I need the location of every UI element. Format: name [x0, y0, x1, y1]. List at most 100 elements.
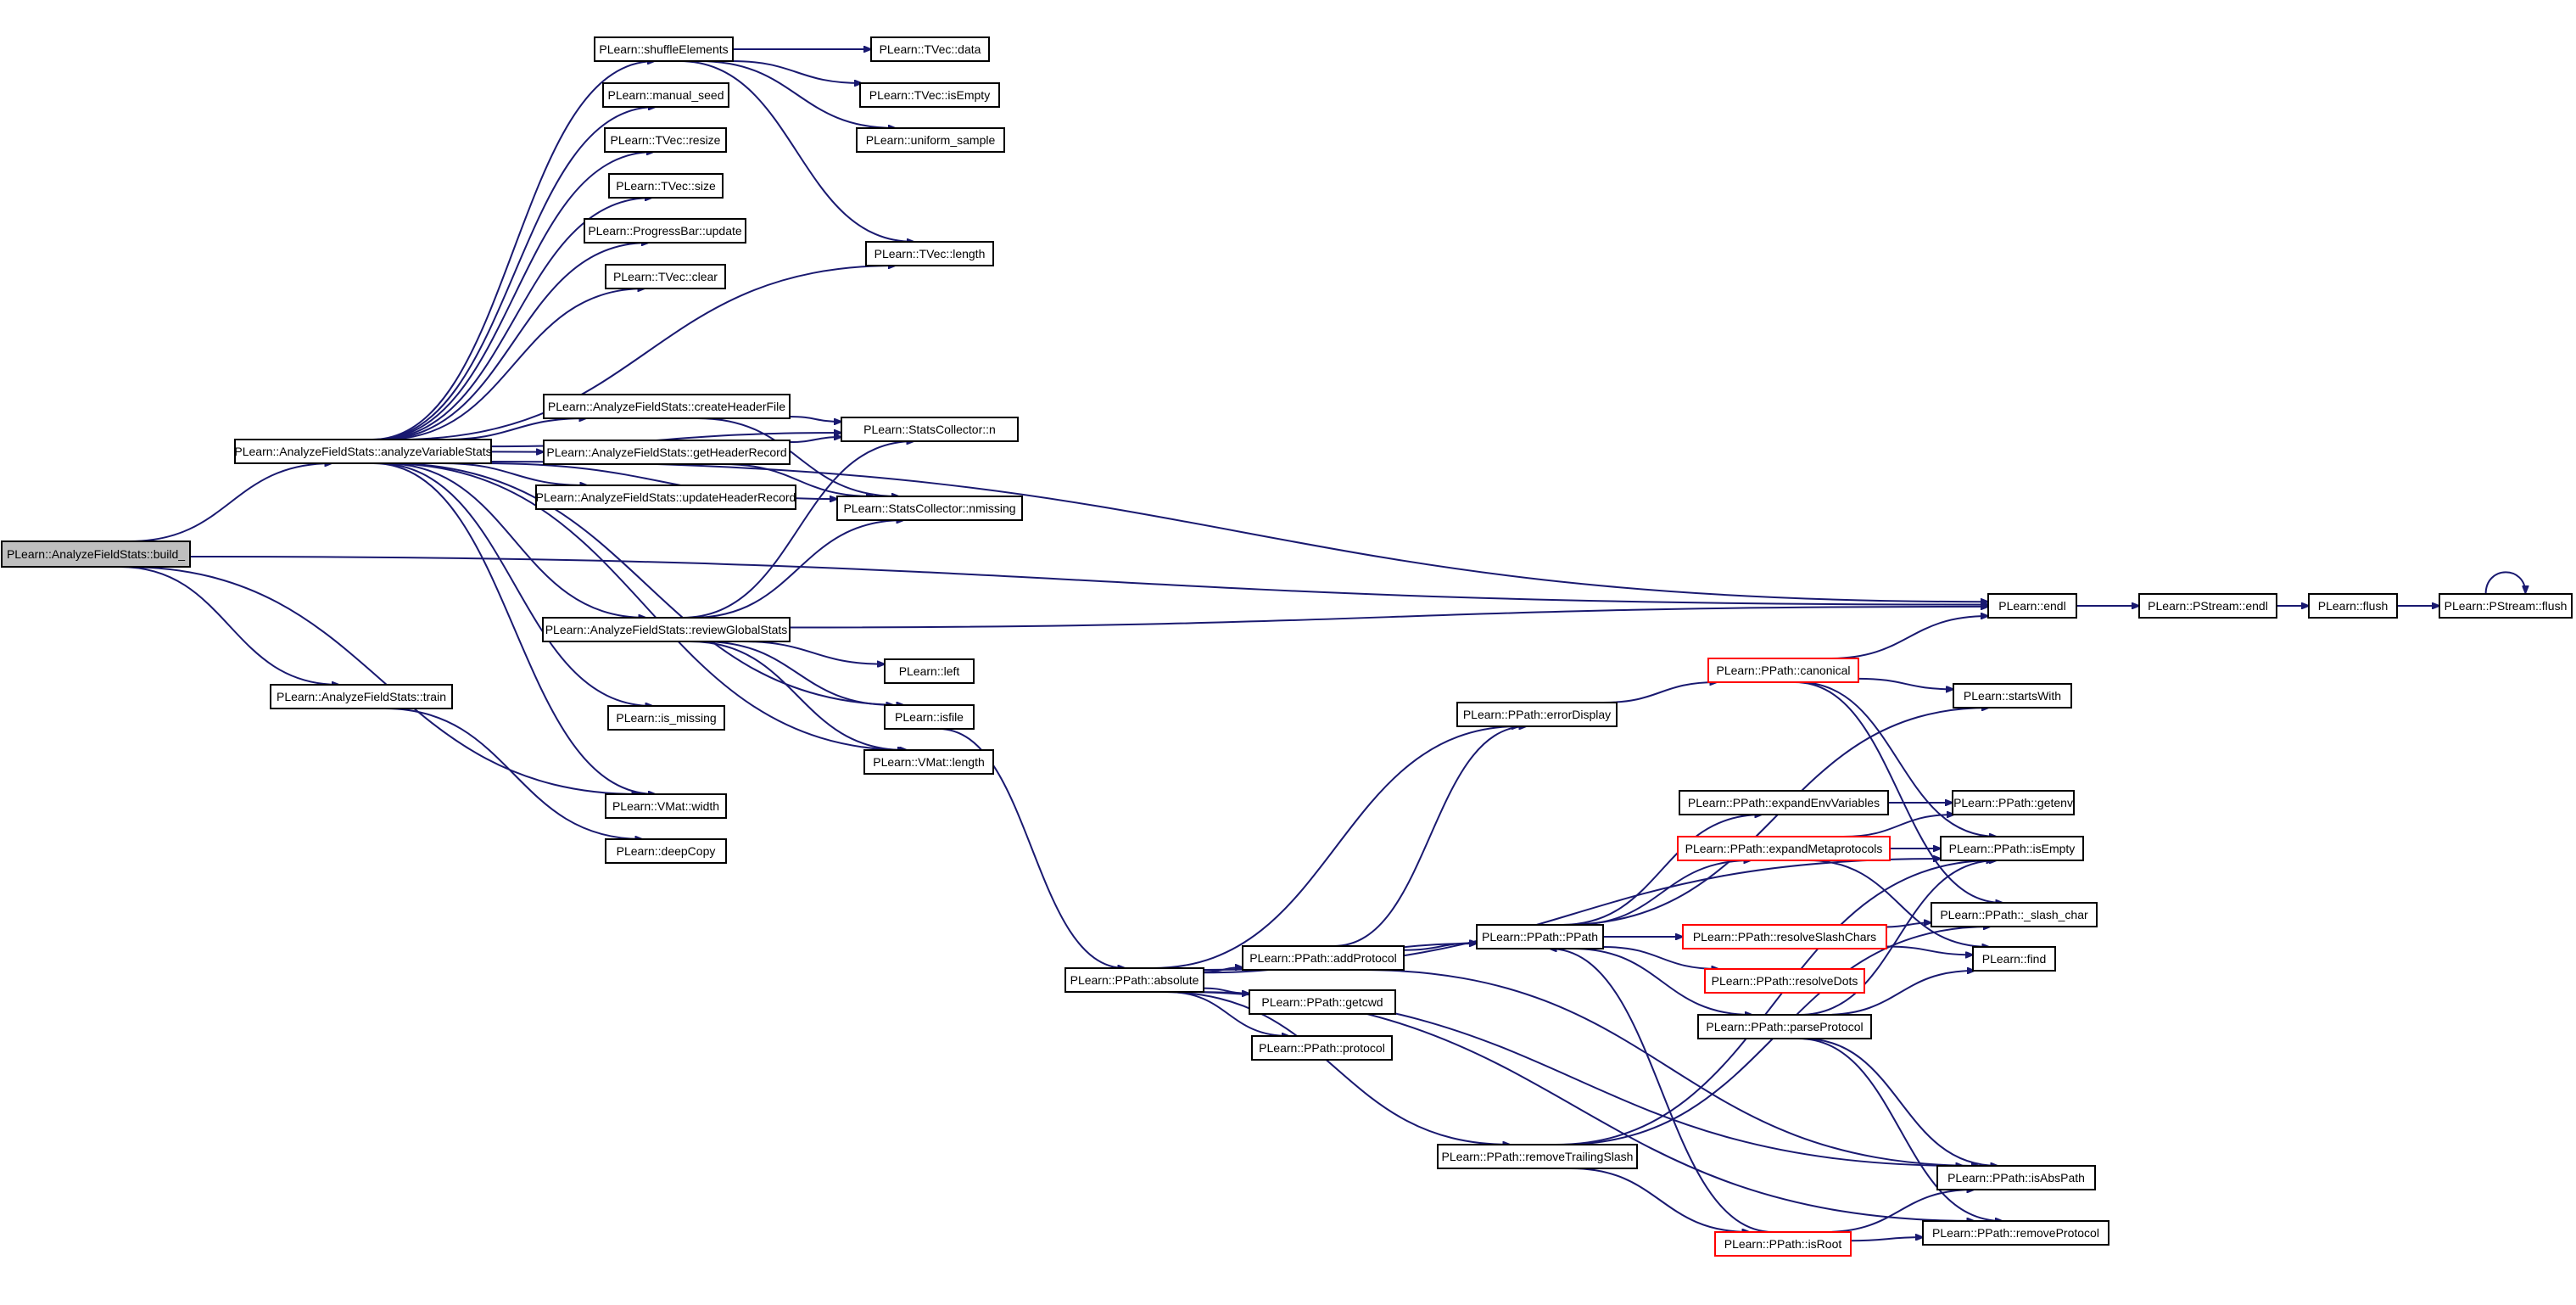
node-createHeaderFile[interactable]: PLearn::AnalyzeFieldStats::createHeaderF… [543, 394, 791, 419]
node-uniform_sample[interactable]: PLearn::uniform_sample [856, 127, 1005, 153]
node-tvec_length[interactable]: PLearn::TVec::length [865, 241, 994, 266]
node-ppath_isEmpty[interactable]: PLearn::PPath::isEmpty [1940, 836, 2084, 861]
node-getHeaderRecord[interactable]: PLearn::AnalyzeFieldStats::getHeaderReco… [543, 440, 791, 465]
edge-parseProtocol-to-ppath_isEmpty [1799, 860, 1997, 1016]
node-is_missing[interactable]: PLearn::is_missing [607, 705, 725, 731]
node-train[interactable]: PLearn::AnalyzeFieldStats::train [270, 684, 453, 709]
node-expandEnvVariables[interactable]: PLearn::PPath::expandEnvVariables [1679, 790, 1889, 815]
node-removeTrailingSlash[interactable]: PLearn::PPath::removeTrailingSlash [1437, 1144, 1638, 1169]
node-getenv[interactable]: PLearn::PPath::getenv [1952, 790, 2075, 815]
node-isRoot[interactable]: PLearn::PPath::isRoot [1714, 1231, 1852, 1257]
node-absolute[interactable]: PLearn::PPath::absolute [1064, 967, 1204, 993]
node-box [1952, 790, 2075, 815]
node-box [1242, 945, 1405, 971]
edge-ppath-to-startsWith [1562, 708, 1989, 926]
node-box [594, 36, 734, 62]
node-box [234, 439, 492, 464]
node-tvec_size[interactable]: PLearn::TVec::size [608, 173, 724, 199]
edge-pstream_flush-to-pstream_flush [2484, 571, 2526, 595]
node-reviewGlobalStats[interactable]: PLearn::AnalyzeFieldStats::reviewGlobalS… [542, 617, 791, 642]
edge-addProtocol-to-ppath [1403, 943, 1477, 951]
node-label: PLearn::PPath::expandEnvVariables [1688, 796, 1880, 809]
node-shuffleElements[interactable]: PLearn::shuffleElements [594, 36, 734, 62]
node-vmat_width[interactable]: PLearn::VMat::width [605, 793, 727, 819]
node-getcwd[interactable]: PLearn::PPath::getcwd [1249, 989, 1396, 1015]
edge-train-to-deepCopy [384, 708, 643, 839]
edge-reviewGlobalStats-to-vmat_length [690, 641, 905, 750]
node-box [1476, 924, 1604, 949]
node-pstream_endl[interactable]: PLearn::PStream::endl [2138, 593, 2277, 619]
node-tvec_isEmpty[interactable]: PLearn::TVec::isEmpty [859, 82, 1000, 108]
node-flush[interactable]: PLearn::flush [2308, 593, 2398, 619]
node-protocol[interactable]: PLearn::PPath::protocol [1251, 1035, 1393, 1061]
node-stats_nmissing[interactable]: PLearn::StatsCollector::nmissing [836, 496, 1023, 521]
node-addProtocol[interactable]: PLearn::PPath::addProtocol [1242, 945, 1405, 971]
node-slash_char[interactable]: PLearn::PPath::_slash_char [1931, 902, 2098, 927]
node-label: PLearn::deepCopy [617, 844, 716, 858]
node-box [884, 704, 975, 730]
node-box [607, 705, 725, 731]
node-box [1940, 836, 2084, 861]
node-resolveSlashChars[interactable]: PLearn::PPath::resolveSlashChars [1682, 924, 1887, 949]
edge-shuffleElements-to-tvec_isEmpty [730, 60, 862, 83]
edge-reviewGlobalStats-to-left [741, 641, 885, 664]
edge-analyzeVariableStats-to-vmat_length [384, 462, 908, 750]
node-pstream_flush[interactable]: PLearn::PStream::flush [2439, 593, 2573, 619]
node-canonical[interactable]: PLearn::PPath::canonical [1707, 658, 1859, 683]
edge-addProtocol-to-errorDisplay [1333, 726, 1526, 947]
node-left[interactable]: PLearn::left [884, 658, 975, 684]
node-box [2138, 593, 2277, 619]
node-manual_seed[interactable]: PLearn::manual_seed [602, 82, 729, 108]
node-isfile[interactable]: PLearn::isfile [884, 704, 975, 730]
edge-analyzeVariableStats-to-updateHeaderRecord [441, 462, 588, 485]
node-box [1714, 1231, 1852, 1257]
node-parseProtocol[interactable]: PLearn::PPath::parseProtocol [1697, 1014, 1872, 1039]
node-tvec_resize[interactable]: PLearn::TVec::resize [604, 127, 727, 153]
edge-addProtocol-to-isAbsPath [1361, 969, 1979, 1166]
node-label: PLearn::TVec::clear [613, 270, 718, 283]
node-stats_n[interactable]: PLearn::StatsCollector::n [841, 417, 1019, 442]
node-errorDisplay[interactable]: PLearn::PPath::errorDisplay [1456, 702, 1618, 727]
node-deepCopy[interactable]: PLearn::deepCopy [605, 838, 727, 864]
node-endl[interactable]: PLearn::endl [1987, 593, 2077, 619]
edge-parseProtocol-to-isAbsPath [1802, 1038, 1998, 1166]
node-box [1972, 946, 2056, 972]
node-label: PLearn::AnalyzeFieldStats::build_ [7, 547, 185, 561]
edge-ppath-to-expandMetaprotocols [1573, 860, 1751, 926]
node-label: PLearn::PPath::isAbsPath [1947, 1171, 2085, 1185]
node-progressbar_update[interactable]: PLearn::ProgressBar::update [584, 218, 746, 244]
node-updateHeaderRecord[interactable]: PLearn::AnalyzeFieldStats::updateHeaderR… [535, 484, 796, 510]
node-find[interactable]: PLearn::find [1972, 946, 2056, 972]
node-box [884, 658, 975, 684]
node-removeProtocol[interactable]: PLearn::PPath::removeProtocol [1922, 1220, 2109, 1246]
node-label: PLearn::uniform_sample [866, 133, 996, 147]
node-label: PLearn::is_missing [616, 711, 716, 725]
node-startsWith[interactable]: PLearn::startsWith [1953, 683, 2072, 709]
edge-isfile-to-absolute [938, 728, 1125, 968]
node-build[interactable]: PLearn::AnalyzeFieldStats::build_ [1, 540, 191, 568]
edge-canonical-to-startsWith [1858, 677, 1953, 689]
node-tvec_data[interactable]: PLearn::TVec::data [870, 36, 990, 62]
node-box [1707, 658, 1859, 683]
edge-resolveSlashChars-to-slash_char [1886, 922, 1931, 928]
node-tvec_clear[interactable]: PLearn::TVec::clear [605, 264, 726, 289]
node-ppath[interactable]: PLearn::PPath::PPath [1476, 924, 1604, 949]
node-box [602, 82, 729, 108]
edge-removeTrailingSlash-to-ppath_isEmpty [1556, 860, 1993, 1145]
node-label: PLearn::PPath::getenv [1953, 796, 2073, 809]
edge-absolute-to-removeTrailingSlash [1161, 991, 1510, 1145]
node-isAbsPath[interactable]: PLearn::PPath::isAbsPath [1936, 1165, 2096, 1190]
node-analyzeVariableStats[interactable]: PLearn::AnalyzeFieldStats::analyzeVariab… [234, 439, 492, 464]
node-label: PLearn::AnalyzeFieldStats::createHeaderF… [548, 400, 785, 413]
node-vmat_length[interactable]: PLearn::VMat::length [863, 749, 994, 775]
node-label: PLearn::manual_seed [608, 88, 724, 102]
node-resolveDots[interactable]: PLearn::PPath::resolveDots [1704, 968, 1865, 994]
edge-absolute-to-errorDisplay [1152, 726, 1519, 969]
node-expandMetaprotocols[interactable]: PLearn::PPath::expandMetaprotocols [1677, 836, 1891, 861]
node-box [584, 218, 746, 244]
node-label: PLearn::PPath::resolveDots [1712, 974, 1858, 988]
node-box [604, 127, 727, 153]
node-label: PLearn::AnalyzeFieldStats::analyzeVariab… [234, 445, 491, 458]
edge-isRoot-to-ppath [1550, 949, 1774, 1233]
edge-reviewGlobalStats-to-stats_nmissing [691, 520, 904, 619]
